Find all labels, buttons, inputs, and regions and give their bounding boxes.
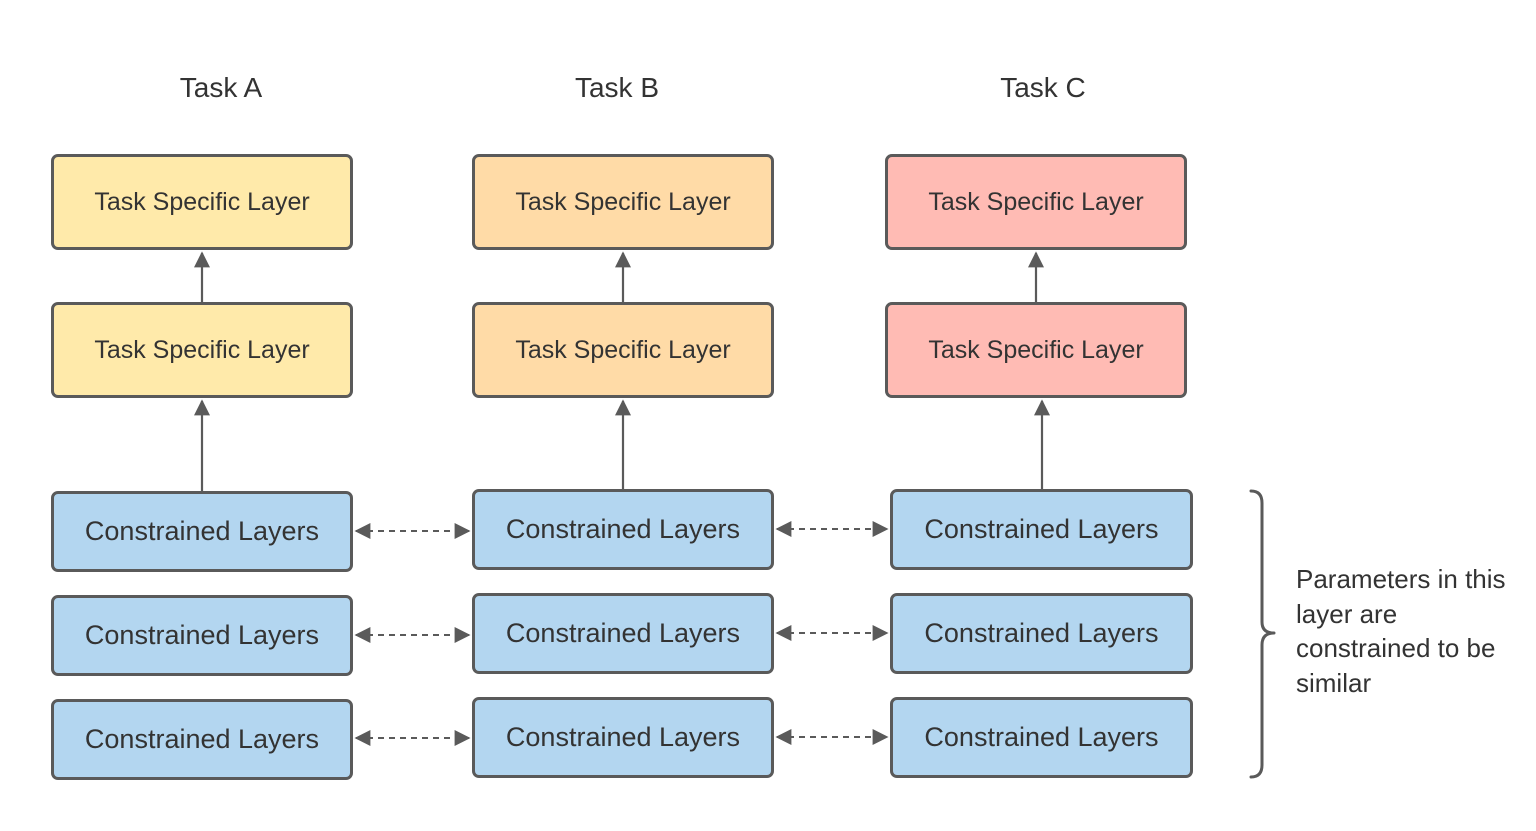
constraint-note: Parameters in this layer are constrained… [1296, 564, 1506, 698]
task-a-title: Task A [179, 72, 263, 103]
task-b-specific-layer-top: Task Specific Layer [472, 154, 774, 250]
task-a-specific-layer-top: Task Specific Layer [51, 154, 353, 250]
task-c-constrained-layer-3: Constrained Layers [890, 697, 1193, 778]
task-a-constrained-layer-3: Constrained Layers [51, 699, 353, 780]
task-c-constrained-layer-2: Constrained Layers [890, 593, 1193, 674]
task-b-constrained-layer-3: Constrained Layers [472, 697, 774, 778]
task-c-constrained-layer-1: Constrained Layers [890, 489, 1193, 570]
task-c-specific-layer-top: Task Specific Layer [885, 154, 1187, 250]
curly-brace [1249, 489, 1276, 779]
task-b-constrained-layer-2: Constrained Layers [472, 593, 774, 674]
task-c-title: Task C [1000, 72, 1086, 103]
task-a-constrained-layer-2: Constrained Layers [51, 595, 353, 676]
task-b-specific-layer-bottom: Task Specific Layer [472, 302, 774, 398]
task-c-specific-layer-bottom: Task Specific Layer [885, 302, 1187, 398]
task-b-constrained-layer-1: Constrained Layers [472, 489, 774, 570]
task-a-constrained-layer-1: Constrained Layers [51, 491, 353, 572]
task-b-title: Task B [574, 72, 660, 103]
task-a-specific-layer-bottom: Task Specific Layer [51, 302, 353, 398]
